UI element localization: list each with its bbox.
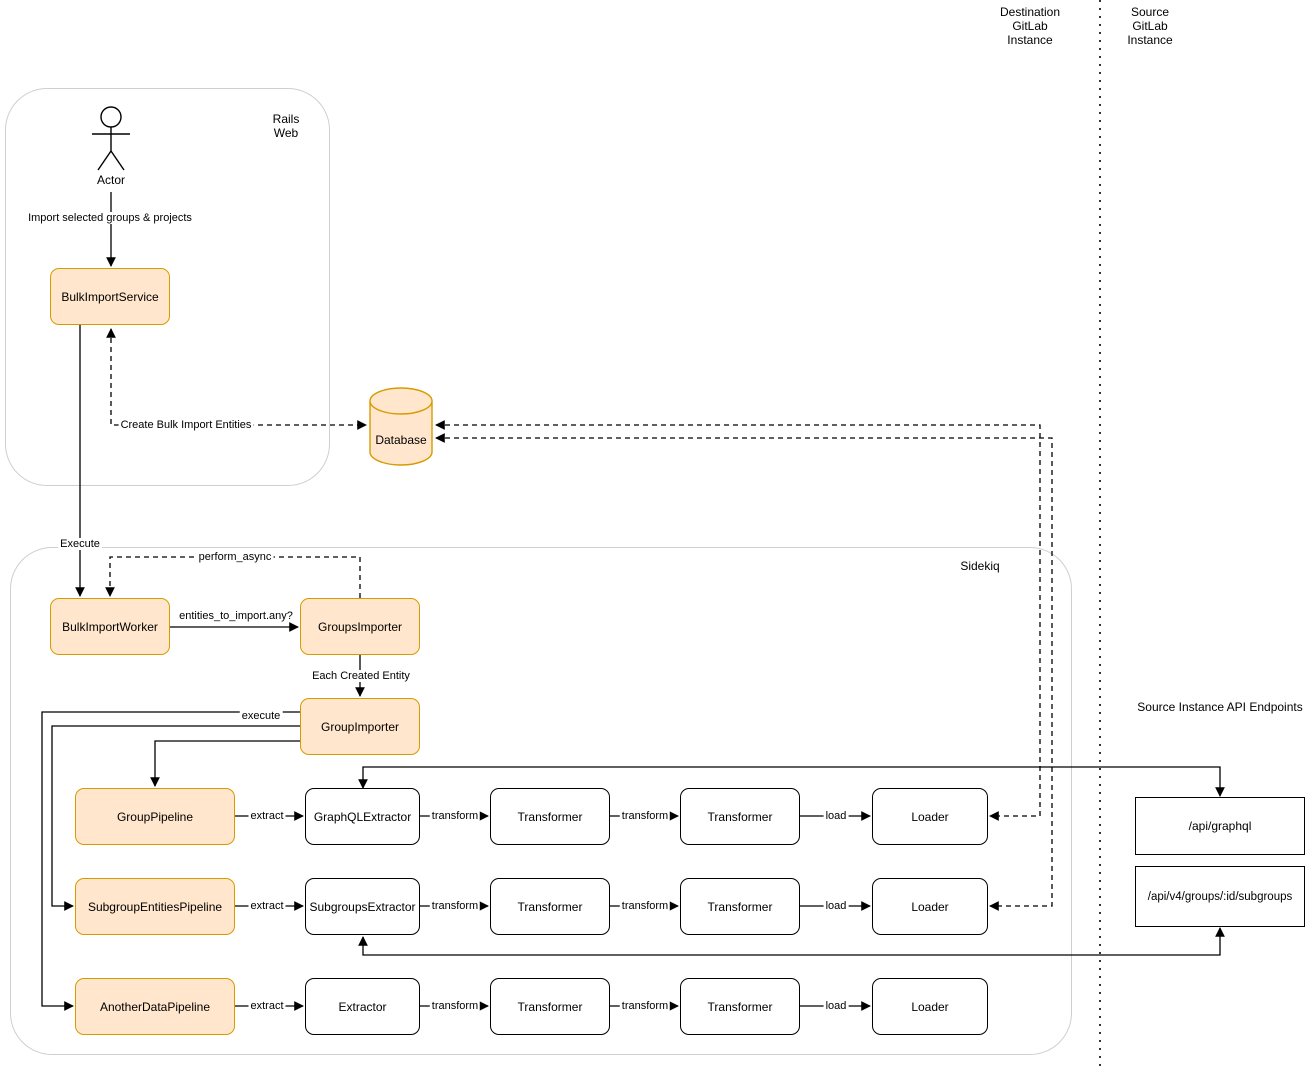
edge-database-loader-row2 [435,433,1053,911]
node-loader-row1: Loader [872,788,988,845]
edge-label-transform2-row3: transform [619,1000,671,1012]
node-transformer-row2-b: Transformer [680,878,800,935]
edge-subgroupsextractor-api-subgroups [358,927,1225,956]
edge-label-load-row2: load [823,900,849,912]
node-transformer-row1-a: Transformer [490,788,610,845]
node-another-data-pipeline: AnotherDataPipeline [75,978,235,1035]
node-database-label: Database [375,433,427,447]
edge-label-transform1-row2: transform [429,900,481,912]
database-cylinder-icon [369,387,433,466]
node-transformer-row3-b: Transformer [680,978,800,1035]
node-graphql-extractor: GraphQLExtractor [305,788,420,845]
api-endpoints-heading: Source Instance API Endpoints [1137,700,1303,714]
edge-label-transform1-row1: transform [429,810,481,822]
node-extractor: Extractor [305,978,420,1035]
lane-label-destination-instance: Destination GitLab Instance [999,5,1061,47]
node-bulk-import-worker: BulkImportWorker [50,598,170,655]
node-subgroups-extractor: SubgroupsExtractor [305,878,420,935]
edge-label-execute-lower: execute [239,710,283,722]
node-api-graphql: /api/graphql [1135,797,1305,855]
node-loader-row2: Loader [872,878,988,935]
container-label-rails-web: Rails Web [272,112,300,140]
node-transformer-row3-a: Transformer [490,978,610,1035]
edge-label-extract-row1: extract [248,810,286,822]
edge-label-load-row1: load [823,810,849,822]
container-rails-web [5,88,330,486]
node-loader-row3: Loader [872,978,988,1035]
node-bulk-import-service: BulkImportService [50,268,170,325]
edge-label-execute: Execute [58,538,102,550]
edge-label-extract-row3: extract [248,1000,286,1012]
node-group-importer: GroupImporter [300,698,420,755]
node-transformer-row1-b: Transformer [680,788,800,845]
actor-label: Actor [96,173,126,187]
edge-label-import-selected: Import selected groups & projects [26,212,194,224]
node-api-subgroups: /api/v4/groups/:id/subgroups [1135,866,1305,927]
edge-groupimporter-to-grouppipeline [150,740,300,787]
actor-icon [92,106,130,171]
edge-label-transform1-row3: transform [429,1000,481,1012]
edge-label-extract-row2: extract [248,900,286,912]
node-group-pipeline: GroupPipeline [75,788,235,845]
edge-label-create-bulk-import-entities: Create Bulk Import Entities [118,419,254,431]
edge-label-each-created-entity: Each Created Entity [310,670,412,682]
edge-label-transform2-row1: transform [619,810,671,822]
edge-label-load-row3: load [823,1000,849,1012]
edge-label-perform-async: perform_async [196,551,274,563]
edge-label-transform2-row2: transform [619,900,671,912]
edge-create-bulk-import-entities [106,328,367,430]
edge-label-entities-to-import: entities_to_import.any? [177,610,295,622]
node-transformer-row2-a: Transformer [490,878,610,935]
lane-label-source-instance: Source GitLab Instance [1127,5,1173,47]
edge-database-loader-row1 [435,420,1041,821]
edge-groupimporter-to-subgroupentitiespipeline [51,725,300,911]
container-label-sidekiq: Sidekiq [960,559,1000,573]
node-groups-importer: GroupsImporter [300,598,420,655]
edge-perform-async [105,556,361,598]
edge-groupimporter-to-anotherdatapipeline [41,711,300,1011]
node-subgroup-entities-pipeline: SubgroupEntitiesPipeline [75,878,235,935]
